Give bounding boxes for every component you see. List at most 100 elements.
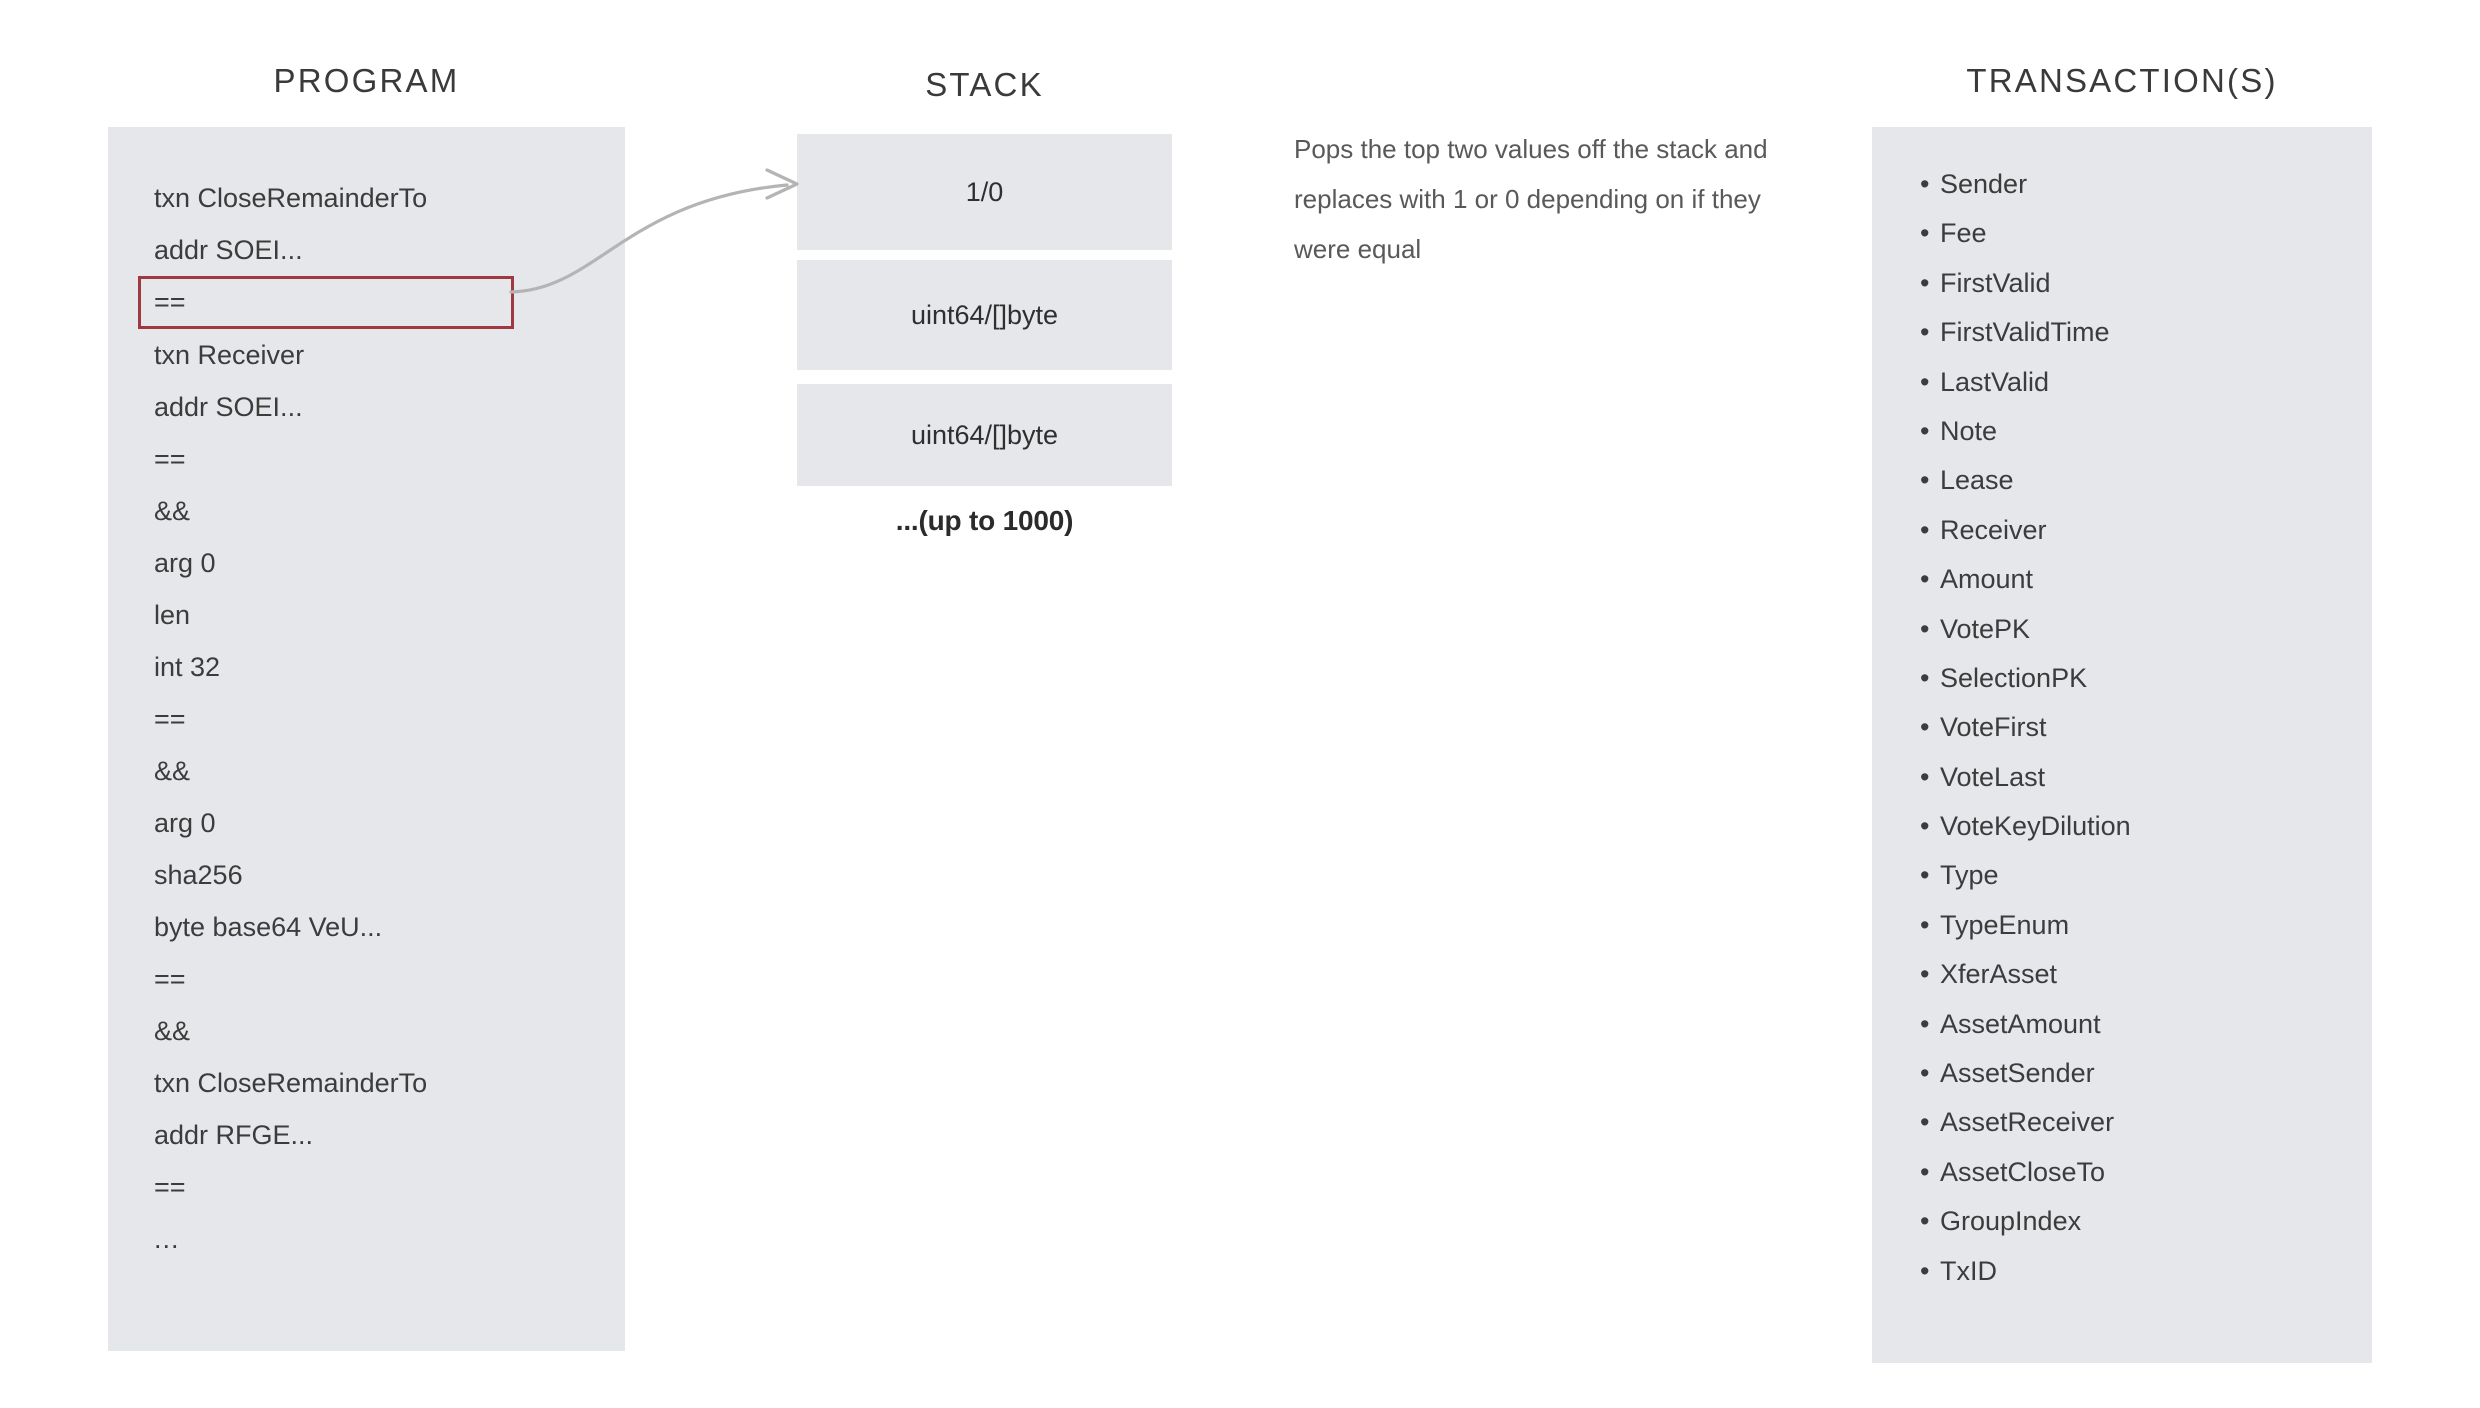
transaction-field-item: • Type [1920,851,2350,900]
bullet-icon: • [1920,909,1930,940]
stack-overflow-label: ...(up to 1000) [895,505,1074,536]
transaction-field-item: • VoteFirst [1920,703,2350,752]
transaction-field-label: Amount [1940,564,2034,595]
transaction-field-item: • AssetCloseTo [1920,1148,2350,1197]
bullet-icon: • [1920,317,1930,348]
bullet-icon: • [1920,514,1930,545]
program-line: addr SOEI... [154,392,303,422]
transaction-field-label: FirstValid [1940,267,2051,298]
bullet-icon: • [1920,1206,1930,1237]
bullet-icon: • [1920,218,1930,249]
program-line: == [154,1172,186,1202]
transaction-field-label: TxID [1940,1255,1997,1286]
program-line: sha256 [154,860,243,890]
transaction-field-label: TypeEnum [1940,909,2070,940]
transaction-field-item: • Note [1920,407,2350,456]
transaction-field-list: • Sender • Fee • FirstValid • FirstValidTime • La… [1920,160,2350,1296]
transaction-field-label: AssetReceiver [1940,1107,2115,1138]
transaction-field-item: • TypeEnum [1920,901,2350,950]
transaction-field-item: • Fee [1920,209,2350,258]
transaction-field-label: Sender [1940,169,2028,199]
program-column-header: PROGRAM [273,62,460,99]
bullet-icon: • [1920,860,1930,891]
bullet-icon: • [1920,613,1930,644]
transaction-field-item: • Amount [1920,555,2350,604]
transaction-field-label: GroupIndex [1940,1206,2082,1237]
transaction-field-item: • VoteKeyDilution [1920,802,2350,851]
program-line: && [154,496,191,526]
stack-frame-top: 1/0 [797,134,1172,250]
transaction-field-label: SelectionPK [1940,662,2088,693]
transaction-field-item: • LastValid [1920,358,2350,407]
transaction-field-label: Fee [1940,218,1987,249]
bullet-icon: • [1920,1058,1930,1089]
program-line: ... [154,1224,180,1254]
transaction-field-item: • Sender [1920,160,2350,209]
transaction-field-label: FirstValidTime [1940,317,2110,348]
transaction-field-item: • AssetSender [1920,1049,2350,1098]
program-line: txn CloseRemainderTo [154,183,428,213]
bullet-icon: • [1920,465,1930,496]
program-line: len [154,600,191,630]
transaction-field-item: • AssetReceiver [1920,1098,2350,1147]
transactions-panel [1872,127,2372,1363]
program-line: txn Receiver [154,340,305,370]
bullet-icon: • [1920,415,1930,446]
bullet-icon: • [1920,959,1930,990]
bullet-icon: • [1920,712,1930,743]
transaction-field-label: Note [1940,415,1998,446]
program-line: addr SOEI... [154,235,303,265]
program-line: int 32 [154,652,221,682]
transaction-field-label: AssetSender [1940,1058,2095,1089]
stack-column-header: STACK [925,66,1044,103]
transaction-field-label: Receiver [1940,514,2047,545]
stack-frame-third: uint64/[]byte [797,384,1172,486]
transaction-field-label: VoteLast [1940,761,2046,792]
bullet-icon: • [1920,662,1930,693]
transaction-field-item: • VotePK [1920,605,2350,654]
program-line: byte base64 VeU... [154,912,383,942]
transaction-field-label: VotePK [1940,613,2031,644]
transaction-field-label: AssetAmount [1940,1008,2101,1039]
program-line: == [154,964,186,994]
bullet-icon: • [1920,169,1930,199]
bullet-icon: • [1920,267,1930,298]
bullet-icon: • [1920,1156,1930,1187]
program-line: arg 0 [154,808,216,838]
transaction-field-item: •Lease [1920,456,2350,505]
transaction-field-item: • GroupIndex [1920,1197,2350,1246]
program-line: && [154,1016,191,1046]
annotation-text: Pops the top two values off the stack an… [1294,134,1768,264]
bullet-icon: • [1920,1008,1930,1039]
transaction-field-item: • Receiver [1920,506,2350,555]
transaction-field-item: • FirstValid [1920,259,2350,308]
transaction-field-label: Type [1940,860,1999,891]
program-line: addr RFGE... [154,1120,314,1150]
transaction-field-item: • SelectionPK [1920,654,2350,703]
bullet-icon: • [1920,761,1930,792]
transactions-column-header: TRANSACTION(S) [1966,62,2278,99]
stack-frame-second: uint64/[]byte [797,260,1172,370]
program-line: txn CloseRemainderTo [154,1068,428,1098]
program-code-listing: txn CloseRemainderTo addr SOEI... == txn Re… [138,172,594,1265]
transaction-field-label: VoteFirst [1940,712,2047,743]
program-line-highlighted: == [138,276,514,329]
program-panel [108,127,625,1351]
transaction-field-label: LastValid [1940,366,2050,397]
transaction-field-item: • FirstValidTime [1920,308,2350,357]
transaction-field-label: VoteKeyDilution [1940,811,2131,842]
bullet-icon: • [1920,1107,1930,1138]
program-line: arg 0 [154,548,216,578]
program-line: == [154,704,186,734]
program-line: == [154,444,186,474]
program-line: && [154,756,191,786]
transaction-field-item: • AssetAmount [1920,1000,2350,1049]
transaction-field-item: • TxID [1920,1247,2350,1296]
bullet-icon: • [1920,1255,1930,1286]
transaction-field-label: AssetCloseTo [1940,1156,2106,1187]
bullet-icon: • [1920,811,1930,842]
bullet-icon: • [1920,564,1930,595]
transaction-field-label: XferAsset [1940,959,2058,990]
bullet-icon: • [1920,366,1930,397]
